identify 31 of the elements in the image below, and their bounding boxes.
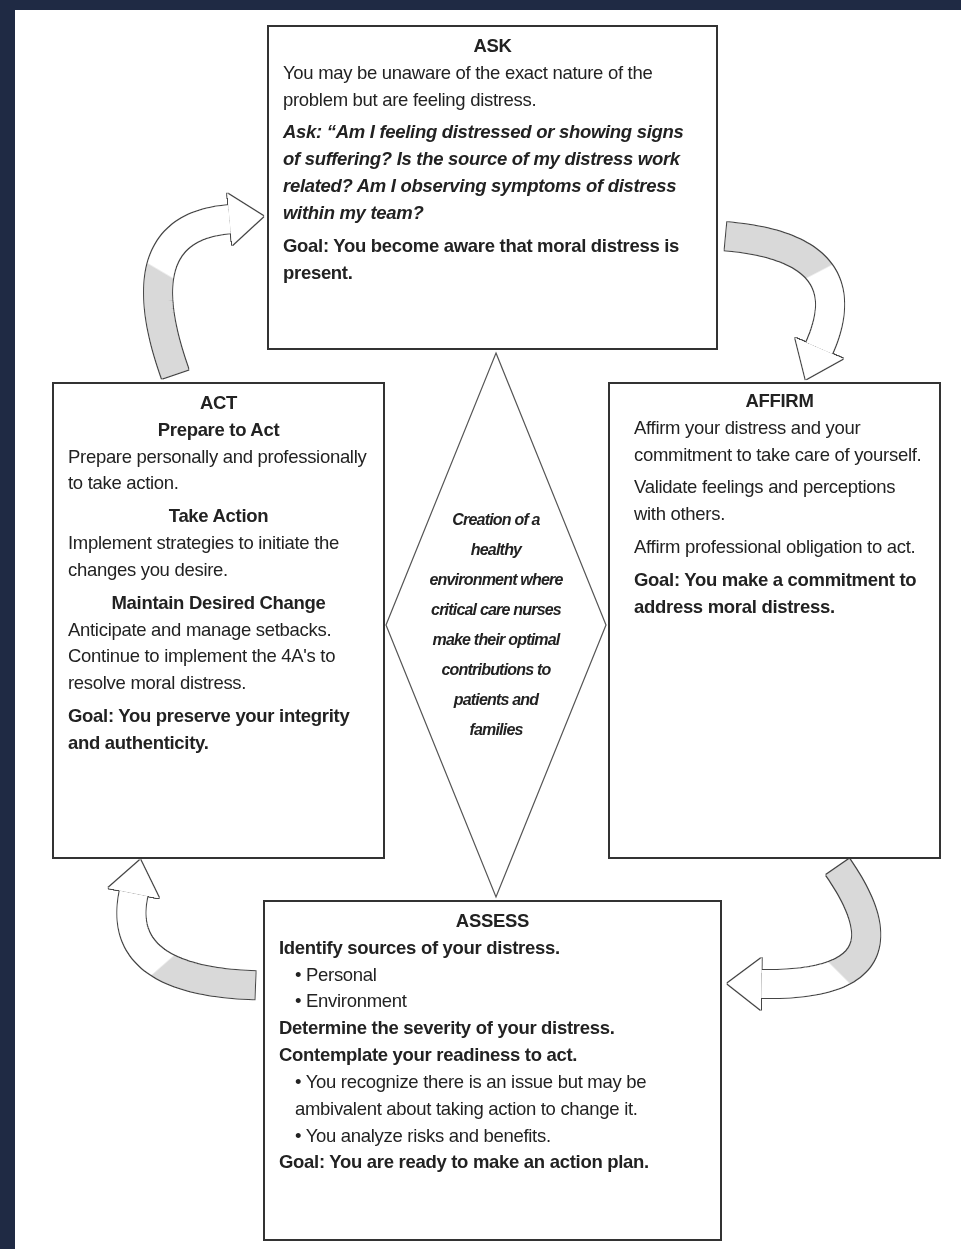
paragraph: Validate feelings and perceptions with others. [634, 475, 897, 527]
heading: ASK [472, 34, 513, 58]
paragraph: Affirm your distress and your commitment to take care of yourself. [634, 415, 923, 467]
center-statement: Creation of a healthy environment where critical care nurses make their optimal contributions to patients and families [428, 510, 564, 740]
ask-step-box [267, 25, 718, 350]
heading: Take Action [167, 504, 270, 529]
question-text: Ask: “Am I feeling distressed or showing signs of suffering? Is the source of my distress work related? Am I observing symptoms of distress within my team? [283, 120, 685, 225]
assess-step-box [263, 900, 722, 1241]
bullet-item: • Environment [295, 989, 408, 1014]
bullet-item: • Personal [295, 962, 378, 987]
bold-text: Determine the severity of your distress. [279, 1016, 616, 1041]
act-step-box [52, 382, 385, 859]
heading: ASSESS [454, 909, 531, 933]
goal-text: Goal: You preserve your integrity and authenticity. [68, 703, 351, 755]
bold-text: Contemplate your readiness to act. [279, 1043, 579, 1068]
heading: AFFIRM [744, 389, 815, 413]
paragraph: Affirm professional obligation to act. [634, 535, 917, 560]
affirm-step-box [608, 382, 941, 859]
heading: Prepare to Act [156, 417, 281, 442]
paragraph: Implement strategies to initiate the changes you desire. [68, 531, 340, 582]
bold-text: Goal: You are ready to make an action plan. [279, 1150, 650, 1175]
paragraph: Anticipate and manage setbacks. Continue to implement the 4A's to resolve moral distress. [68, 617, 337, 696]
goal-text: Goal: You become aware that moral distress is present. [283, 233, 681, 285]
paragraph: Prepare personally and professionally to take action. [68, 444, 368, 496]
bold-text: Identify sources of your distress. [279, 935, 561, 960]
paragraph: You may be unaware of the exact nature of the problem but are feeling distress. [283, 60, 654, 112]
bullet-item: • You analyze risks and benefits. [295, 1123, 552, 1148]
heading: Maintain Desired Change [110, 590, 327, 615]
goal-text: Goal: You make a commitment to address moral distress. [634, 567, 918, 619]
heading: ACT [198, 391, 239, 415]
bullet-item: • You recognize there is an issue but may be ambivalent about taking action to change it. [295, 1069, 648, 1121]
